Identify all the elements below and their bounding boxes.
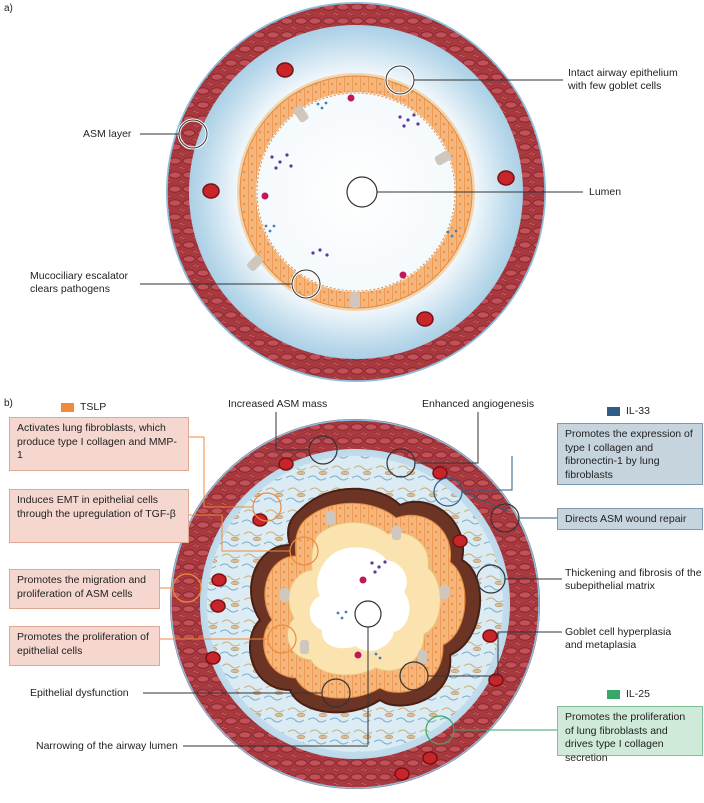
legend-il25-label: IL-25 [626, 688, 650, 700]
tslp-box-epithelial-proliferation: Promotes the proliferation of epithelial… [9, 626, 160, 666]
panel-b-tag: b) [4, 398, 13, 409]
label-intact-epithelium: Intact airway epithelium with few goblet… [568, 67, 678, 92]
legend-il33-swatch [607, 406, 620, 416]
legend-il25: IL-25 [607, 688, 650, 700]
il33-box-asm-repair: Directs ASM wound repair [557, 508, 703, 530]
il33-box-collagen: Promotes the expression of type I collag… [557, 423, 703, 485]
tslp-box-asm-migration: Promotes the migration and proliferation… [9, 569, 160, 609]
panel-a-tag: a) [4, 3, 13, 14]
label-enhanced-angiogenesis: Enhanced angiogenesis [422, 398, 535, 410]
legend-il33: IL-33 [607, 405, 650, 417]
tslp-box-fibroblasts: Activates lung fibroblasts, which produc… [9, 417, 189, 471]
il25-box-fibroblasts: Promotes the proliferation of lung fibro… [557, 706, 703, 764]
label-mucociliary-escalator: Mucociliary escalator clears pathogens [30, 270, 129, 295]
label-asm-layer: ASM layer [83, 128, 132, 140]
label-thickening-fibrosis: Thickening and fibrosis of the subepithe… [565, 567, 702, 592]
legend-tslp-label: TSLP [80, 401, 107, 413]
label-epithelial-dysfunction: Epithelial dysfunction [30, 687, 129, 699]
label-lumen: Lumen [589, 186, 622, 198]
label-increased-asm-mass: Increased ASM mass [228, 398, 328, 410]
legend-il25-swatch [607, 689, 620, 699]
legend-tslp-swatch [61, 402, 74, 412]
legend-tslp: TSLP [61, 401, 106, 413]
panel-a-airway [140, 2, 583, 382]
label-narrowing-lumen: Narrowing of the airway lumen [36, 740, 178, 752]
legend-il33-label: IL-33 [626, 405, 650, 417]
label-goblet-hyperplasia: Goblet cell hyperplasia and metaplasia [565, 626, 672, 651]
panel-b-airway [143, 412, 562, 789]
tslp-box-emt: Induces EMT in epithelial cells through … [9, 489, 189, 543]
